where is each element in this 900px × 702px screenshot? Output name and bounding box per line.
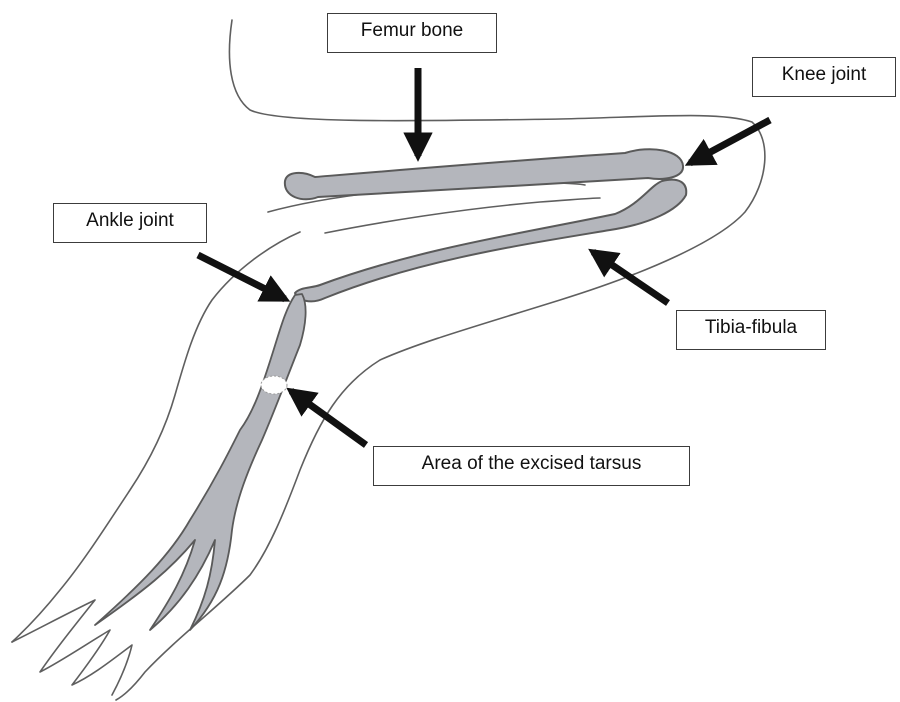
label-tibia-fibula: Tibia-fibula bbox=[676, 310, 826, 350]
femur-bone-shape bbox=[285, 149, 683, 199]
tibia-fibula-shape bbox=[295, 180, 686, 302]
label-knee-joint: Knee joint bbox=[752, 57, 896, 97]
knee-arrow bbox=[690, 120, 770, 163]
label-excised-tarsus: Area of the excised tarsus bbox=[373, 446, 690, 486]
label-ankle-joint: Ankle joint bbox=[53, 203, 207, 243]
ankle-arrow bbox=[198, 255, 285, 299]
label-femur-bone: Femur bone bbox=[327, 13, 497, 53]
tibia-arrow bbox=[593, 252, 668, 303]
tarsus-arrow bbox=[291, 391, 366, 445]
foot-bones-shape bbox=[95, 294, 306, 630]
